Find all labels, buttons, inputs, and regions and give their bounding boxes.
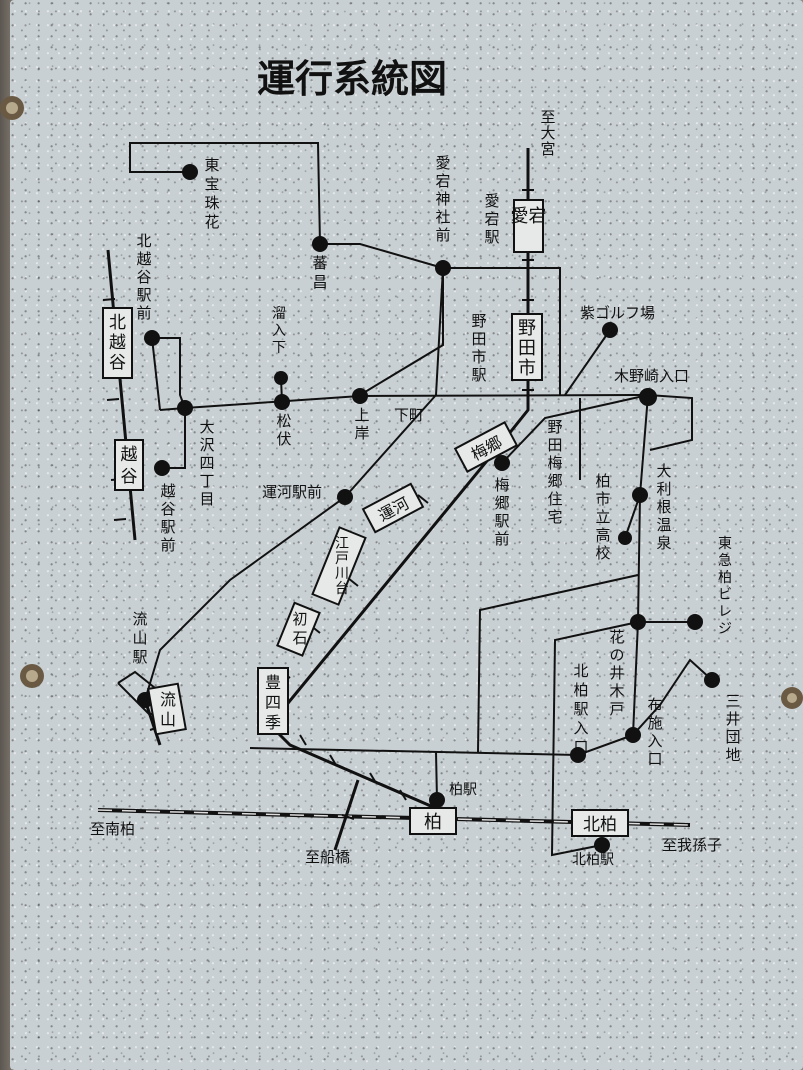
label-atago-eki: 愛宕駅 xyxy=(484,192,499,246)
label-kita-kashiwa-eki: 北柏駅 xyxy=(572,852,614,868)
stop-dot-kita-koshigaya xyxy=(144,330,160,346)
label-kamigishi: 上岸 xyxy=(354,406,369,442)
label-osawa-yonchome: 大沢四丁目 xyxy=(199,418,214,508)
screw-mid-left xyxy=(20,664,44,688)
stop-dot-kita-kashiwa-iri xyxy=(570,747,586,763)
label-tokyu-kashiwa-village: 東急柏ビレジ xyxy=(718,536,732,637)
map-title: 運行系統図 xyxy=(257,57,447,101)
stop-dot-unga xyxy=(337,489,353,505)
stop-dot-kita-kashiwa xyxy=(594,837,610,853)
label-atago-jinja-mae: 愛宕神社前 xyxy=(435,154,450,244)
stop-dot-kamigishi xyxy=(352,388,368,404)
label-unga-eki-mae: 運河駅前 xyxy=(262,483,322,501)
label-hananoi-kido: 花の井木戸 xyxy=(609,628,624,718)
station-edogawadai: 江戸川台 xyxy=(335,536,349,597)
stop-dot-atago-jinja xyxy=(435,260,451,276)
label-shimomachi: 下町 xyxy=(394,406,424,424)
stop-dot-toho-juka xyxy=(182,164,198,180)
stop-dot-otone xyxy=(632,487,648,503)
stop-dot-osawa xyxy=(177,400,193,416)
label-hasumasa: 蕃昌 xyxy=(312,254,327,291)
label-nagareyama-eki: 流山駅 xyxy=(132,610,147,666)
label-koshigaya-eki-mae: 越谷駅前 xyxy=(160,482,175,554)
station-boxes: 愛宕 野田市 北越谷 越谷 豊四季 流山 梅郷 運河 江戸川台 初石 柏 xyxy=(102,199,629,837)
label-kita-koshigaya-eki-mae: 北越谷駅前 xyxy=(136,232,151,322)
label-kashiwa-shiritsu-koko: 柏市立高校 xyxy=(595,472,610,562)
vertical-stop-labels: 東宝珠花蕃昌愛宕神社前愛宕駅北越谷駅前溜入下松伏上岸大沢四丁目越谷駅前野田市駅野… xyxy=(132,154,740,768)
label-toho-juka: 東宝珠花 xyxy=(204,156,219,231)
label-noda-shi-eki: 野田市駅 xyxy=(471,312,486,384)
station-noda-shi: 野田市 xyxy=(518,318,536,379)
station-toyoshiki: 豊四季 xyxy=(265,673,281,732)
stop-dot-mitsui xyxy=(704,672,720,688)
label-noda-umesato-jutaku: 野田梅郷住宅 xyxy=(547,418,562,526)
station-kita-koshigaya: 北越谷 xyxy=(109,313,126,373)
stop-dot-matsubushi xyxy=(274,394,290,410)
screw-top-left xyxy=(0,96,24,120)
label-otone-onsen: 大利根温泉 xyxy=(656,462,671,552)
stop-dot-hasumasa xyxy=(312,236,328,252)
label-mitsui-danchi: 三井団地 xyxy=(725,692,740,764)
funabashi-branch xyxy=(333,779,360,851)
label-fuse-iriguchi: 布施入口 xyxy=(647,696,662,768)
label-matsubushi: 松伏 xyxy=(276,412,291,448)
sign-board xyxy=(10,0,803,1070)
label-kita-kashiwa-eki-iriguchi: 北柏駅入口 xyxy=(573,662,588,756)
direction-abiko: 至我孫子 xyxy=(662,836,722,854)
tobu-isesaki-line xyxy=(106,249,137,541)
label-murasaki-golf: 紫ゴルフ場 xyxy=(580,304,655,322)
stop-dot-kashiwa xyxy=(429,792,445,808)
station-hatsuishi: 初石 xyxy=(292,610,307,647)
stop-dot-koko xyxy=(618,531,632,545)
label-kashiwa-eki: 柏駅 xyxy=(449,782,477,798)
stop-dot-murasaki xyxy=(602,322,618,338)
stop-dot-tamari xyxy=(274,371,288,385)
stop-dot-hananoi xyxy=(630,614,646,630)
stop-dot-kinozaki xyxy=(639,388,657,406)
stop-dot-tokyu xyxy=(687,614,703,630)
direction-funabashi: 至船橋 xyxy=(305,848,350,866)
direction-minami-kashiwa: 至南柏 xyxy=(90,820,135,838)
stop-dot-koshigaya xyxy=(154,460,170,476)
label-umesato-eki-mae: 梅郷駅前 xyxy=(494,476,509,548)
tobu-noda-line xyxy=(268,148,530,726)
station-nagareyama: 流山 xyxy=(160,690,176,729)
station-kita-kashiwa: 北柏 xyxy=(583,815,617,835)
label-kinozaki: 木野崎入口 xyxy=(614,367,689,385)
screw-mid-right xyxy=(781,687,803,709)
stop-markers xyxy=(137,164,720,853)
station-kashiwa: 柏 xyxy=(424,812,442,833)
stop-dot-fuse xyxy=(625,727,641,743)
station-koshigaya: 越谷 xyxy=(121,445,138,487)
direction-omiya: 至大宮 xyxy=(540,108,555,158)
label-tamari-iriguchi-shita: 溜入下 xyxy=(272,306,286,356)
stop-dot-umesato xyxy=(494,455,510,471)
station-atago: 愛宕 xyxy=(511,206,547,227)
